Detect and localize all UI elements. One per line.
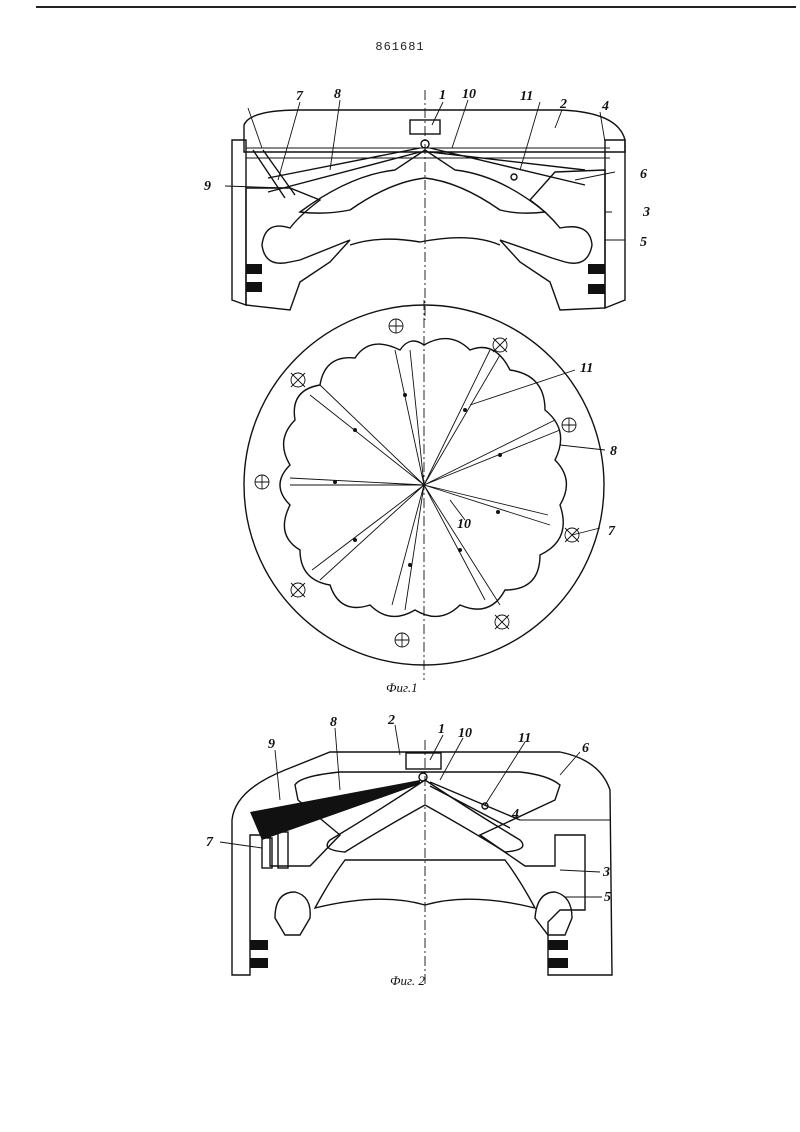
fig2-label-1: 1 [438, 722, 445, 737]
fig1-label-9: 9 [204, 179, 211, 194]
fig2-label-6: 6 [582, 741, 589, 756]
fig1-left-wall [231, 139, 247, 306]
fig1-section: 1 10 11 2 4 6 3 5 8 7 9 [204, 87, 650, 320]
fig1-ring-right-a [588, 264, 605, 274]
fig2-ball [481, 802, 489, 810]
fig1-spray-left [267, 147, 421, 193]
fig2-spray-left [250, 780, 420, 840]
fig2-spray-right [429, 781, 521, 829]
fig1-ring-left-a [246, 264, 262, 274]
fig2-caption: Фиг. 2 [390, 973, 425, 988]
fig2-boss-right [534, 891, 573, 936]
fig2-nozzle [405, 752, 442, 770]
fig2-channel-a [261, 837, 273, 869]
fig1-label-6: 6 [640, 167, 647, 182]
fig1-leaders [224, 99, 625, 241]
fig2-cone-insert [326, 779, 524, 853]
fig1-plan-label-8: 8 [610, 444, 617, 459]
fig1-plan-view: 11 8 10 7 [243, 300, 617, 680]
fig1-right-wall [604, 139, 626, 310]
fig2-leaders [219, 724, 610, 898]
fig1-plan-spray-lines [289, 349, 561, 611]
fig2-label-11: 11 [518, 731, 531, 746]
fig1-caption: Фиг.1 [386, 680, 418, 695]
fig2-label-2: 2 [387, 713, 395, 728]
fig1-channel [246, 147, 610, 159]
fig2-label-7: 7 [206, 835, 214, 850]
fig1-label-7: 7 [296, 89, 304, 104]
fig2-label-4: 4 [511, 807, 519, 822]
fig1-label-10: 10 [462, 87, 476, 102]
fig2-boss-left [274, 891, 311, 936]
fig1-label-5: 5 [640, 235, 647, 250]
fig1-plan-bolt-holes [254, 318, 580, 648]
fig2-label-10: 10 [458, 726, 472, 741]
fig2-label-8: 8 [330, 715, 337, 730]
fig1-ring-left-b [246, 282, 262, 292]
fig1-plan-leaders [449, 369, 606, 536]
fig1-plan-scalloped-contour [279, 337, 568, 618]
fig2-label-3: 3 [602, 865, 610, 880]
fig2-ring-right-a [548, 940, 568, 950]
fig2-nozzle-orifice [418, 772, 428, 782]
fig2-ring-left-b [250, 958, 268, 968]
fig2-ring-right-b [548, 958, 568, 968]
fig1-plan-label-10: 10 [457, 517, 471, 532]
fig1-spray-right [429, 147, 586, 186]
fig2-shell [231, 751, 613, 976]
document-number: 861681 [375, 40, 425, 54]
fig1-label-1: 1 [439, 88, 446, 103]
fig1-crown [243, 109, 626, 153]
top-rule [36, 6, 796, 8]
fig1-plan-markers [333, 393, 502, 567]
fig2-cavity [313, 859, 537, 910]
fig1-dome-insert [298, 149, 547, 214]
fig2-section: 1 10 11 6 4 3 5 8 2 9 7 [206, 713, 613, 985]
fig2-ring-left-a [250, 940, 268, 950]
fig1-plan-label-7: 7 [608, 524, 616, 539]
fig1-label-8: 8 [334, 87, 341, 102]
fig2-label-9: 9 [268, 737, 275, 752]
fig1-ball [510, 173, 518, 181]
fig1-ring-right-b [588, 284, 605, 294]
fig1-label-2: 2 [559, 97, 567, 112]
fig1-plan-label-11: 11 [580, 361, 593, 376]
fig1-label-3: 3 [642, 205, 650, 220]
fig2-label-5: 5 [604, 890, 611, 905]
fig1-label-4: 4 [601, 99, 609, 114]
fig1-bowl-cavity [349, 236, 501, 246]
fig1-channel-left [252, 149, 296, 199]
fig1-label-11: 11 [520, 89, 533, 104]
fig2-channel-b [277, 831, 289, 869]
